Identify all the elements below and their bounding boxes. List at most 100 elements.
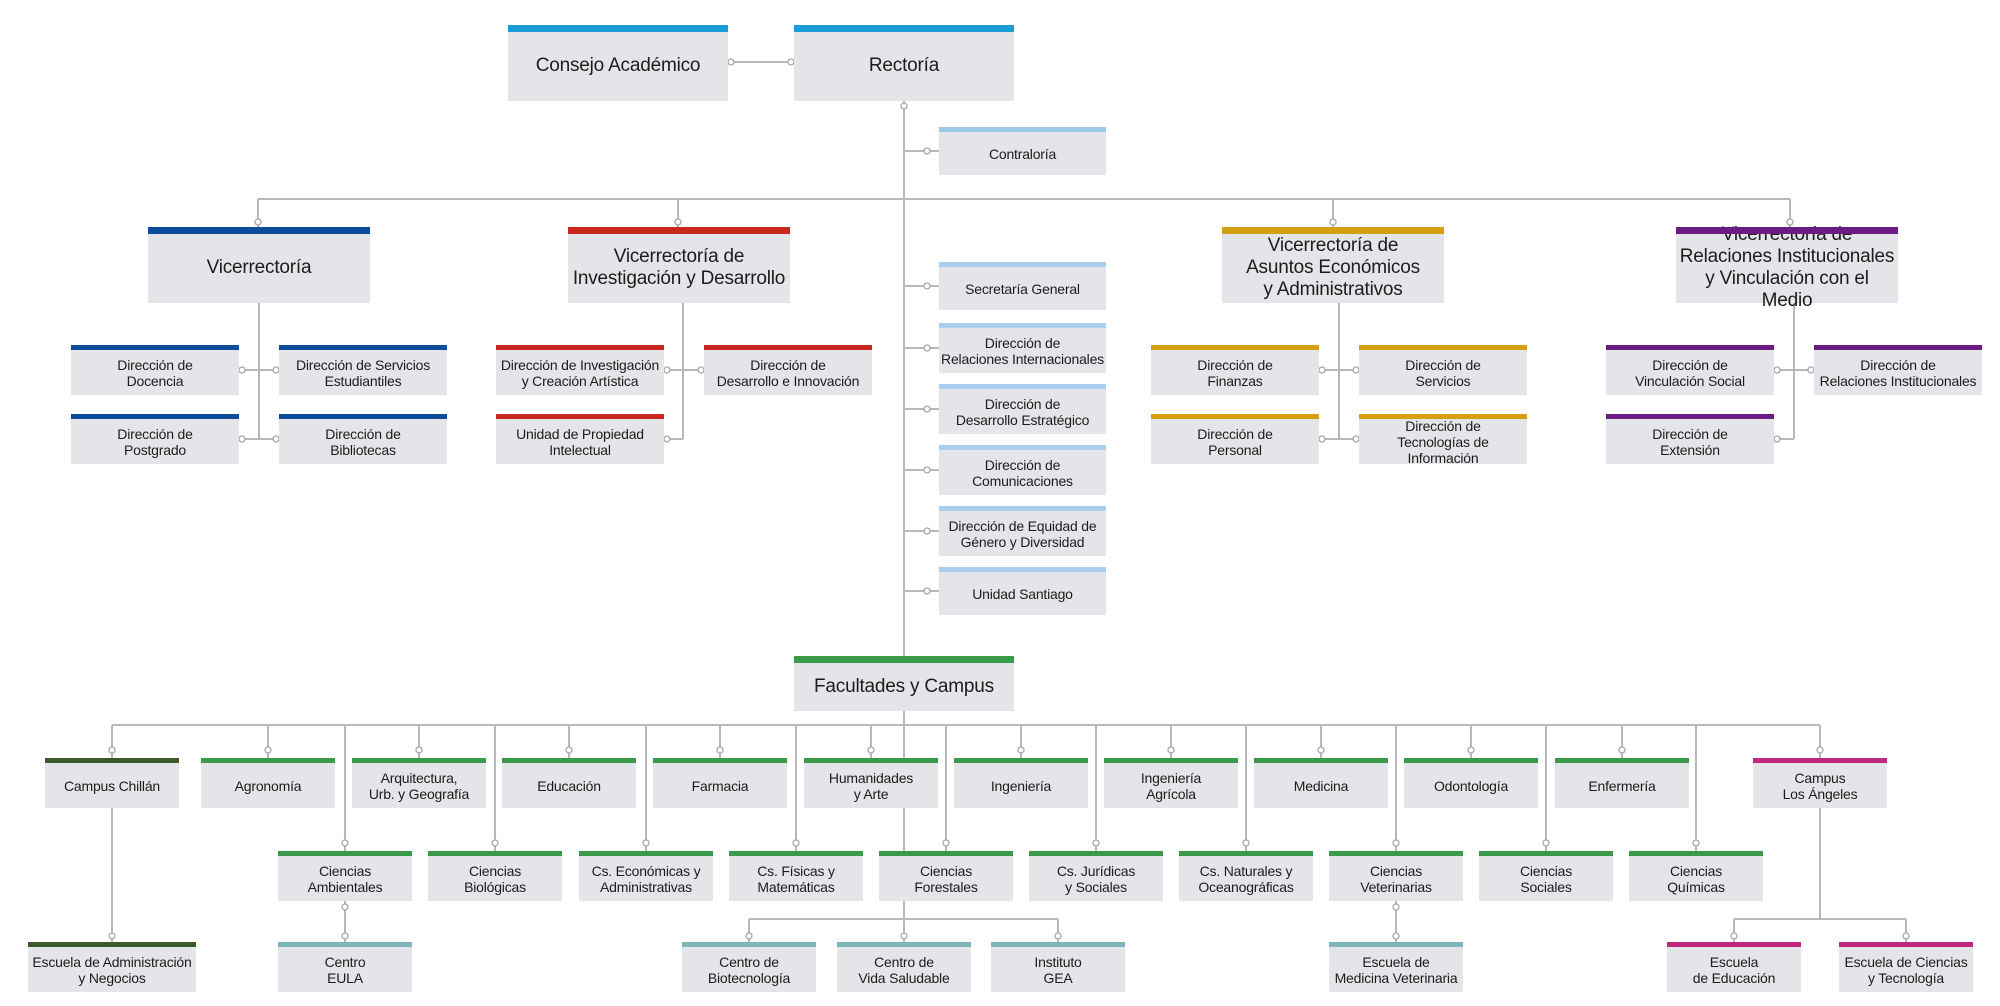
node-label: Dirección de Desarrollo Estratégico — [955, 395, 1090, 428]
node-color-bar — [502, 758, 636, 763]
connector-dot — [1816, 746, 1824, 754]
connector-dot — [923, 527, 931, 535]
node-label: Facultades y Campus — [814, 675, 994, 697]
node-label: Escuela de Medicina Veterinaria — [1334, 953, 1458, 986]
node-cs-sociales: Ciencias Sociales — [1479, 851, 1613, 901]
node-esc-med-vet: Escuela de Medicina Veterinaria — [1329, 942, 1463, 992]
node-color-bar — [568, 227, 790, 234]
node-cs-ambientales: Ciencias Ambientales — [278, 851, 412, 901]
node-color-bar — [71, 345, 239, 350]
node-label: Secretaría General — [965, 280, 1080, 297]
node-cs-economicas: Cs. Económicas y Administrativas — [579, 851, 713, 901]
node-cs-forestales: Ciencias Forestales — [879, 851, 1013, 901]
node-color-bar — [1359, 345, 1527, 350]
node-color-bar — [496, 414, 664, 419]
node-label: Dirección de Servicios Estudiantiles — [295, 356, 431, 389]
connector-dot — [727, 58, 735, 66]
node-cs-biologicas: Ciencias Biológicas — [428, 851, 562, 901]
connector-dot — [264, 746, 272, 754]
connector-dot — [1467, 746, 1475, 754]
node-color-bar — [1814, 345, 1982, 350]
node-label: Dirección de Relaciones Internacionales — [941, 334, 1104, 367]
node-label: Ciencias Químicas — [1667, 862, 1725, 895]
node-color-bar — [1151, 345, 1319, 350]
connector-dot — [1730, 932, 1738, 940]
connector-dot — [900, 102, 908, 110]
node-unidad-santiago: Unidad Santiago — [939, 567, 1106, 615]
node-label: Centro EULA — [324, 953, 366, 986]
connector-dot — [1017, 746, 1025, 754]
node-label: Dirección de Postgrado — [117, 425, 193, 458]
node-color-bar — [352, 758, 486, 763]
connector-dot — [745, 932, 753, 940]
node-label: Agronomía — [234, 777, 302, 794]
connector-dot — [942, 839, 950, 847]
node-label: Dirección de Bibliotecas — [325, 425, 401, 458]
node-vri: Vicerrectoría de Investigación y Desarro… — [568, 227, 790, 303]
node-color-bar — [28, 942, 196, 947]
node-color-bar — [278, 851, 412, 856]
connector-dot — [792, 839, 800, 847]
node-color-bar — [1254, 758, 1388, 763]
node-label: Educación — [537, 777, 601, 794]
node-label: Dirección de Desarrollo e Innovación — [716, 356, 860, 389]
node-centro-eula: Centro EULA — [278, 942, 412, 992]
node-color-bar — [804, 758, 938, 763]
node-label: Campus Chillán — [63, 777, 161, 794]
node-color-bar — [1479, 851, 1613, 856]
connector-dot — [108, 746, 116, 754]
node-color-bar — [939, 506, 1106, 511]
node-color-bar — [1606, 414, 1774, 419]
node-color-bar — [1555, 758, 1689, 763]
node-dir-postgrado: Dirección de Postgrado — [71, 414, 239, 464]
node-color-bar — [1839, 942, 1973, 947]
node-label: Cs. Económicas y Administrativas — [591, 862, 701, 895]
node-label: Rectoría — [868, 55, 940, 77]
node-dir-vinc-social: Dirección de Vinculación Social — [1606, 345, 1774, 395]
connector-dot — [1392, 903, 1400, 911]
node-color-bar — [653, 758, 787, 763]
node-cs-veterinarias: Ciencias Veterinarias — [1329, 851, 1463, 901]
connector-dot — [1092, 839, 1100, 847]
node-label: Vicerrectoría — [206, 257, 312, 279]
node-label: Escuela de Administración y Negocios — [32, 953, 192, 986]
connector-dot — [923, 282, 931, 290]
node-sec-general: Secretaría General — [939, 262, 1106, 310]
node-enfermeria: Enfermería — [1555, 758, 1689, 808]
node-rectoria: Rectoría — [794, 25, 1014, 101]
node-label: Medicina — [1293, 777, 1349, 794]
node-color-bar — [1629, 851, 1763, 856]
node-vrae: Vicerrectoría de Asuntos Económicos y Ad… — [1222, 227, 1444, 303]
node-label: Dirección de Finanzas — [1197, 356, 1273, 389]
node-label: Dirección de Investigación y Creación Ar… — [500, 356, 660, 389]
node-agronomia: Agronomía — [201, 758, 335, 808]
node-cs-fisicas: Cs. Físicas y Matemáticas — [729, 851, 863, 901]
node-label: Ciencias Biológicas — [464, 862, 526, 895]
node-dir-servicios: Dirección de Servicios — [1359, 345, 1527, 395]
node-dir-equidad: Dirección de Equidad de Género y Diversi… — [939, 506, 1106, 556]
node-label: Instituto GEA — [1034, 953, 1082, 986]
node-odontologia: Odontología — [1404, 758, 1538, 808]
node-color-bar — [1222, 227, 1444, 234]
connector-dot — [1392, 932, 1400, 940]
node-color-bar — [1753, 758, 1887, 763]
node-color-bar — [939, 567, 1106, 572]
connector-dot — [900, 932, 908, 940]
node-label: Dirección de Relaciones Institucionales — [1819, 356, 1977, 389]
node-label: Centro de Vida Saludable — [858, 953, 950, 986]
node-color-bar — [1676, 227, 1898, 234]
node-cs-quimicas: Ciencias Químicas — [1629, 851, 1763, 901]
connector-dot — [642, 839, 650, 847]
connector-dot — [341, 932, 349, 940]
node-color-bar — [1329, 851, 1463, 856]
node-label: Dirección de Equidad de Género y Diversi… — [948, 517, 1097, 550]
node-color-bar — [729, 851, 863, 856]
node-vicerrectoria: Vicerrectoría — [148, 227, 370, 303]
node-label: Escuela de Educación — [1692, 953, 1776, 986]
connector-dot — [1318, 435, 1326, 443]
node-dir-comunic: Dirección de Comunicaciones — [939, 445, 1106, 495]
node-campus-angeles: Campus Los Ángeles — [1753, 758, 1887, 808]
node-esc-educacion: Escuela de Educación — [1667, 942, 1801, 992]
node-color-bar — [579, 851, 713, 856]
node-label: Campus Los Ángeles — [1782, 769, 1858, 802]
